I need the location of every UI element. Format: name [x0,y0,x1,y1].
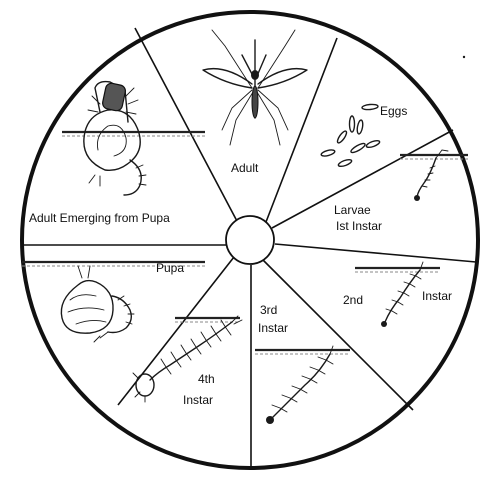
label-fourth: 4th [198,372,215,386]
label-second: 2nd [343,293,363,307]
label-third-instar: Instar [258,321,288,335]
label-larvae: Larvae [334,203,371,217]
speck [463,56,465,58]
label-second-instar: Instar [422,289,452,303]
label-first-instar: Ist Instar [336,219,382,233]
center-hub [226,216,274,264]
label-adult: Adult [231,161,259,175]
label-emerging: Adult Emerging from Pupa [29,211,170,225]
label-pupa: Pupa [156,261,184,275]
label-third: 3rd [260,303,277,317]
label-fourth-instar: Instar [183,393,213,407]
label-eggs: Eggs [380,104,407,118]
